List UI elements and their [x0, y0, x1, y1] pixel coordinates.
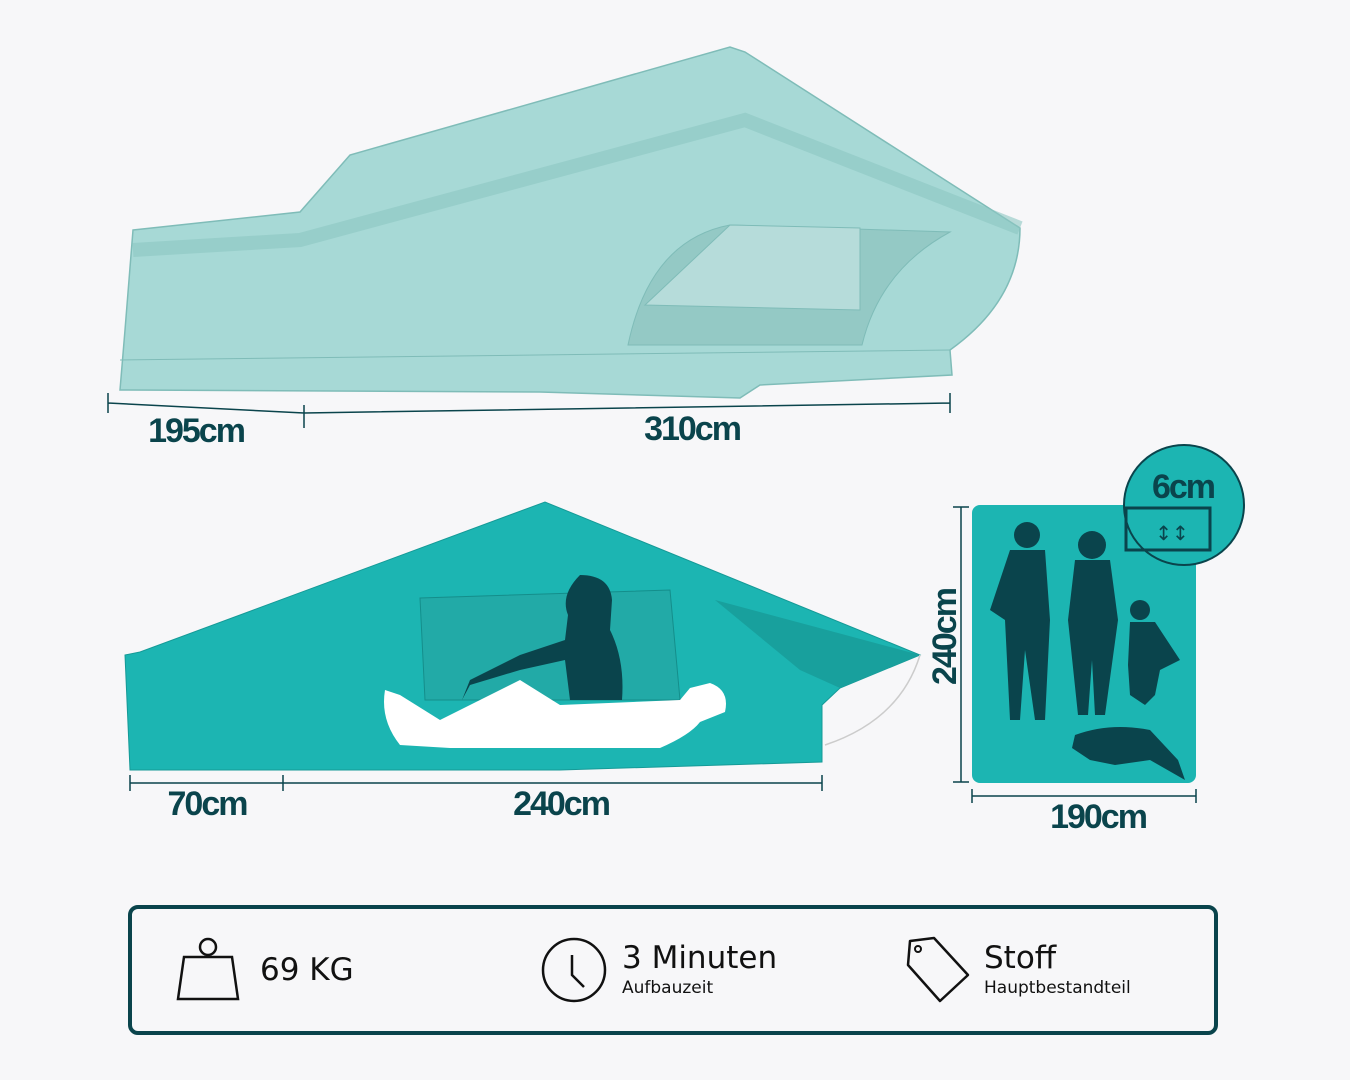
mattress-dimension-lines: [953, 506, 1197, 803]
dim-195: 195cm: [148, 412, 245, 450]
spec-main: Stoff: [984, 939, 1057, 976]
spec-main: 69 KG: [260, 951, 354, 988]
spec-weight: 69 KG: [172, 909, 354, 1031]
dim-240-height: 240cm: [926, 588, 964, 685]
dim-310: 310cm: [644, 410, 741, 448]
family-silhouettes: [990, 522, 1185, 780]
weight-icon: [176, 937, 240, 1001]
mattress-drawing: ↕↕: [972, 444, 1245, 783]
clock-icon: [541, 937, 607, 1003]
side-tent-drawing: [124, 501, 922, 771]
spec-sub: Aufbauzeit: [622, 977, 714, 998]
dim-190: 190cm: [1050, 798, 1147, 836]
tag-icon: [906, 936, 970, 1003]
resize-arrows-icon: ↕↕: [1155, 521, 1189, 545]
side-dimension-lines: [129, 775, 823, 791]
spec-main: 3 Minuten: [622, 939, 778, 976]
tent-illustration: 195cm 310cm 70cm 240cm ↕↕ 6cm 240cm 190c…: [107, 46, 1245, 836]
top-dimension-lines: [107, 393, 951, 428]
dim-70: 70cm: [168, 785, 248, 823]
open-tent-drawing: [119, 46, 1023, 399]
spec-sub: Hauptbestandteil: [984, 977, 1131, 998]
dim-240: 240cm: [513, 785, 610, 823]
dim-6cm: 6cm: [1152, 468, 1215, 506]
